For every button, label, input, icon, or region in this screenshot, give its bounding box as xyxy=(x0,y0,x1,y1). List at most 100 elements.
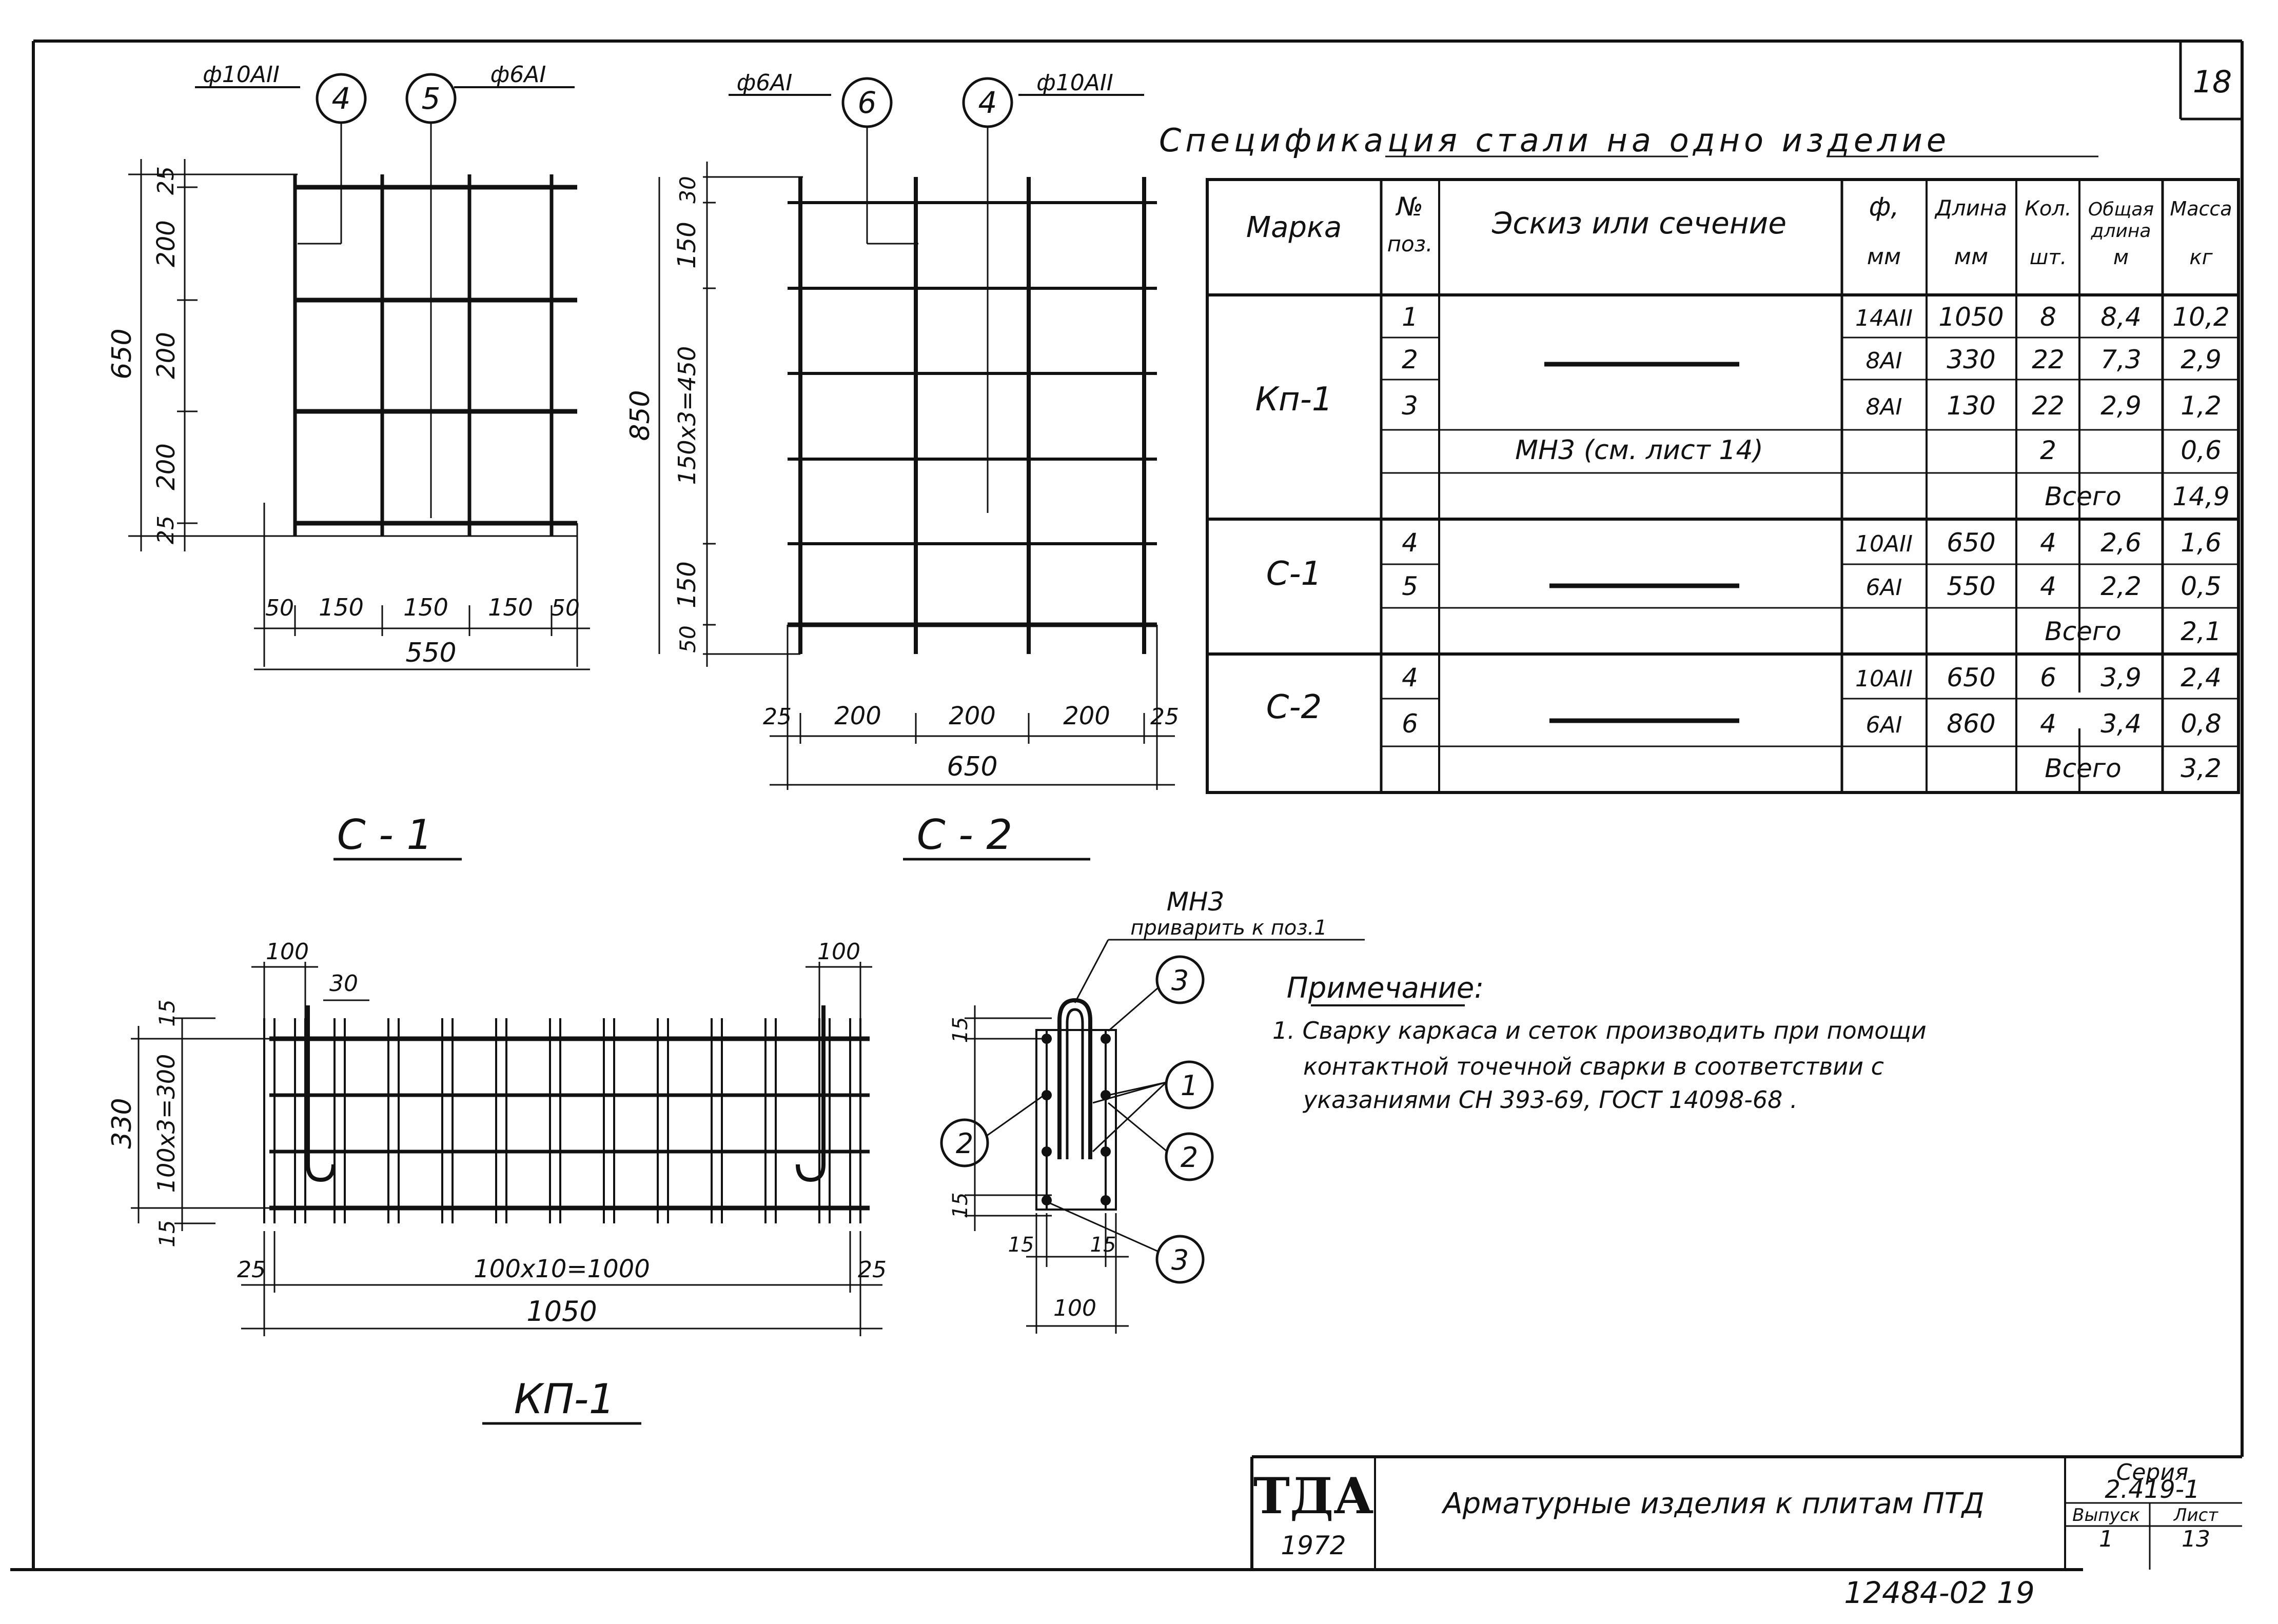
table-cell: 7,3 xyxy=(2100,345,2142,374)
table-cell: 2 xyxy=(1402,345,1418,374)
stamp-sheet: 13 xyxy=(2182,1526,2210,1552)
table-cell: 0,6 xyxy=(2181,435,2222,465)
table-cell: 3 xyxy=(1402,391,1418,421)
table-cell: 0,5 xyxy=(2181,571,2222,601)
dim-label: 30 xyxy=(329,971,358,997)
dim-label: 150x3=450 xyxy=(673,346,701,485)
table-cell: 2 xyxy=(2040,435,2056,465)
table-cell: 330 xyxy=(1947,345,1995,374)
dim-label: 200 xyxy=(1063,702,1110,730)
view-title-c1: С - 1 xyxy=(337,811,433,859)
table-cell: 4 xyxy=(2040,571,2056,601)
table-cell: 14AII xyxy=(1855,305,1913,331)
spec-table: Спецификация стали на одно изделие xyxy=(1159,122,2240,794)
callout-label: ф10AII xyxy=(1036,70,1113,96)
note: Примечание: 1. Сварку каркаса и сеток пр… xyxy=(1272,972,1927,1114)
view-title-kp1: КП-1 xyxy=(514,1375,615,1423)
stamp-title: Арматурные изделия к плитам ПТД xyxy=(1441,1487,1984,1520)
total-label: Всего xyxy=(2045,754,2121,783)
stamp-series: 2.419-1 xyxy=(2105,1475,2200,1504)
dim-label: 100x10=1000 xyxy=(474,1255,650,1283)
dim-label: 25 xyxy=(1150,704,1179,730)
callout-number: 3 xyxy=(1171,1244,1189,1276)
dim-label: 15 xyxy=(949,1017,972,1043)
dim-total-label: 850 xyxy=(625,390,656,441)
callout-number: 6 xyxy=(858,85,877,120)
total-label: Всего xyxy=(2045,617,2121,646)
table-cell-mn3: МН3 (см. лист 14) xyxy=(1515,435,1763,466)
dim-label: 100 xyxy=(266,939,309,965)
table-cell: 10,2 xyxy=(2172,302,2229,332)
header-mass-2: кг xyxy=(2189,246,2213,269)
callout-number: 2 xyxy=(956,1127,973,1160)
header-qty-1: Кол. xyxy=(2025,197,2071,221)
dim-label: 15 xyxy=(1008,1233,1034,1257)
table-cell: 2,9 xyxy=(2100,391,2142,421)
section-loop xyxy=(1057,998,1092,1159)
table-cell: 22 xyxy=(2032,345,2065,374)
dim-label: 100x3=300 xyxy=(152,1054,180,1193)
dim-label: 15 xyxy=(1090,1233,1116,1257)
dim-total-label: 650 xyxy=(107,328,138,379)
table-cell: 2,2 xyxy=(2100,571,2142,601)
table-cell: 6 xyxy=(1402,709,1418,739)
total-mass: 2,1 xyxy=(2181,617,2222,646)
section-label-mn3: МН3 xyxy=(1167,887,1225,917)
total-mass: 14,9 xyxy=(2172,482,2229,511)
table-cell: 2,4 xyxy=(2181,663,2222,692)
table-cell: 6AI xyxy=(1865,575,1902,601)
dim-label: 50 xyxy=(551,595,580,621)
table-cell: 4 xyxy=(2040,528,2056,558)
table-cell: 550 xyxy=(1947,571,1995,601)
header-total-2: длина xyxy=(2091,221,2151,242)
callout-label: ф6AI xyxy=(737,70,793,96)
dim-label: 25 xyxy=(763,704,792,730)
lifting-loop-right xyxy=(796,1005,826,1182)
callout-circle xyxy=(1165,1060,1214,1110)
sheet-frame: 18 12484-02 19 xyxy=(10,39,2244,1610)
dim-label: 200 xyxy=(834,702,881,730)
dim-label: 100 xyxy=(1053,1295,1096,1321)
table-cell: 8,4 xyxy=(2100,302,2142,332)
dim-label: 150 xyxy=(403,593,448,621)
header-qty-2: шт. xyxy=(2030,246,2067,269)
stamp-year: 1972 xyxy=(1281,1531,1346,1560)
table-cell: 6AI xyxy=(1865,712,1902,738)
header-dia-1: ф, xyxy=(1869,192,1899,222)
mesh-c2: 6 4 ф6AI ф10AII 30 150 150x3=450 150 xyxy=(625,70,1179,861)
header-len-1: Длина xyxy=(1934,195,2007,221)
callout-number: 1 xyxy=(1181,1070,1198,1102)
table-cell: 10AII xyxy=(1855,531,1913,557)
dim-total-label: 1050 xyxy=(526,1295,597,1328)
note-heading: Примечание: xyxy=(1287,972,1484,1005)
table-cell: 10AII xyxy=(1855,666,1913,692)
dim-label: 25 xyxy=(153,516,179,544)
stamp-issue-label: Выпуск xyxy=(2072,1505,2140,1526)
dim-label: 150 xyxy=(488,593,533,621)
footer-code: 12484-02 19 xyxy=(1844,1575,2034,1610)
dim-label: 50 xyxy=(265,595,294,621)
table-cell: 5 xyxy=(1402,571,1418,601)
total-mass: 3,2 xyxy=(2181,754,2222,783)
note-line: контактной точечной сварки в соответстви… xyxy=(1303,1053,1884,1080)
table-cell: 0,8 xyxy=(2181,709,2222,739)
cage-kp1: 100 30 100 15 100x3=300 15 330 25 100x10… xyxy=(107,939,887,1425)
dim-label: 50 xyxy=(675,625,700,652)
callout-label: ф10AII xyxy=(203,62,280,88)
dim-label: 100 xyxy=(817,939,860,965)
lifting-loop-left xyxy=(306,1005,336,1182)
dim-label: 150 xyxy=(673,561,701,608)
section-view: МН3 приварить к поз.1 3 1 2 2 3 15 15 xyxy=(940,887,1365,1334)
header-dia-2: мм xyxy=(1867,244,1901,270)
table-cell: 3,4 xyxy=(2100,709,2142,739)
dim-total-label: 330 xyxy=(107,1098,138,1148)
table-cell: 650 xyxy=(1947,528,1995,558)
section-label-note: приварить к поз.1 xyxy=(1130,916,1327,940)
callout-number: 4 xyxy=(978,85,997,120)
note-line: 1. Сварку каркаса и сеток производить пр… xyxy=(1272,1017,1927,1044)
header-total-1: Общая xyxy=(2088,199,2154,220)
stamp-logo: ТДА xyxy=(1253,1467,1374,1525)
dim-total-label: 650 xyxy=(947,751,997,782)
table-cell: 1 xyxy=(1402,302,1418,332)
callout-circle xyxy=(940,1118,989,1167)
